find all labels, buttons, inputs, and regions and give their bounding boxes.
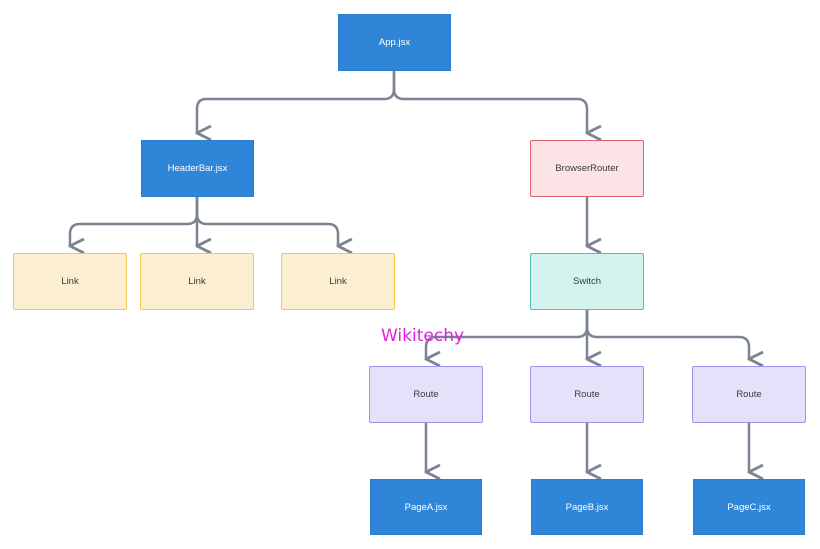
node-app: App.jsx	[338, 14, 451, 71]
node-pagea-label: PageA.jsx	[404, 501, 448, 513]
edge-app-headerbar	[197, 69, 396, 133]
node-link-2: Link	[140, 253, 254, 310]
edge-switch-route3	[585, 308, 749, 359]
node-pageb-label: PageB.jsx	[565, 501, 609, 513]
node-link-3: Link	[281, 253, 395, 310]
node-link-3-label: Link	[329, 276, 347, 287]
node-headerbar: HeaderBar.jsx	[141, 140, 254, 197]
node-switch-label: Switch	[573, 276, 601, 287]
node-route-2: Route	[530, 366, 644, 423]
node-route-1-label: Route	[413, 389, 439, 400]
node-route-2-label: Route	[574, 389, 600, 400]
edge-headerbar-link3	[195, 195, 338, 246]
node-route-3: Route	[692, 366, 806, 423]
node-browserrouter-label: BrowserRouter	[555, 163, 619, 174]
watermark-text: Wikitechy	[381, 326, 465, 346]
node-app-label: App.jsx	[378, 37, 411, 48]
node-link-2-label: Link	[188, 276, 206, 287]
node-pagec: PageC.jsx	[693, 479, 805, 535]
node-browserrouter: BrowserRouter	[530, 140, 644, 197]
node-pagec-label: PageC.jsx	[727, 501, 771, 513]
node-pagea: PageA.jsx	[370, 479, 482, 535]
edge-app-browserrouter	[392, 69, 587, 133]
node-headerbar-label: HeaderBar.jsx	[167, 163, 228, 174]
node-link-1: Link	[13, 253, 127, 310]
node-pageb: PageB.jsx	[531, 479, 643, 535]
node-link-1-label: Link	[61, 276, 79, 287]
edge-headerbar-link1	[70, 195, 199, 246]
node-switch: Switch	[530, 253, 644, 310]
node-route-1: Route	[369, 366, 483, 423]
node-route-3-label: Route	[736, 389, 762, 400]
